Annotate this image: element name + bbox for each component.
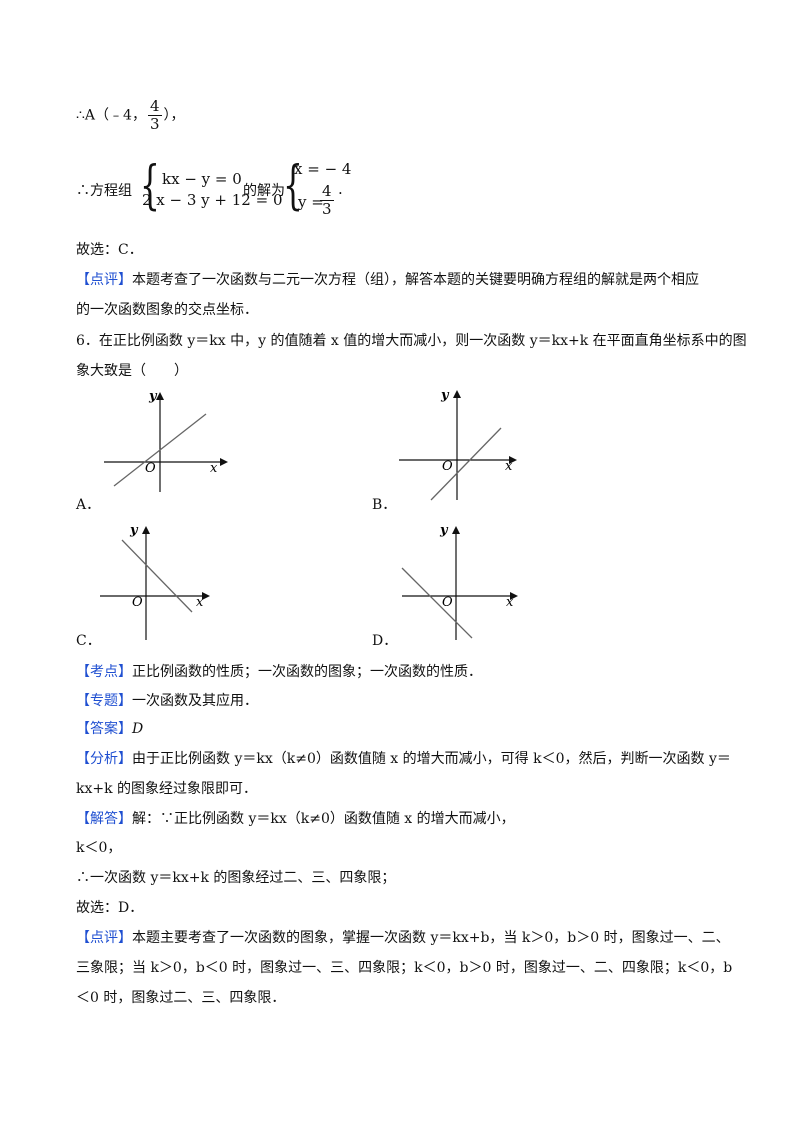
zhuanti-text: 一次函数及其应用．: [132, 693, 258, 709]
x-arrow-icon: [220, 458, 228, 466]
function-line: [113, 413, 207, 487]
question-line-2: 象大致是（ ）: [76, 363, 188, 379]
analysis-tag: 【分析】: [76, 751, 132, 767]
analysis-line-2: kx+k 的图象经过象限即可．: [76, 781, 258, 797]
solution-line-3: ∴一次函数 y＝kx+k 的图象经过二、三、四象限；: [76, 870, 396, 886]
option-b-label: B．: [372, 497, 397, 513]
y-axis-label: y: [440, 388, 450, 403]
system-mid-text: 的解为: [243, 183, 285, 199]
origin-label: O: [145, 461, 156, 476]
graph-option-a: y x O: [104, 389, 228, 492]
x-axis-label: x: [505, 459, 513, 474]
y-axis-label: y: [439, 523, 449, 538]
comment-text: 本题考查了一次函数与二元一次方程（组），解答本题的关键要明确方程组的解就是两个相…: [132, 272, 699, 288]
origin-label: O: [442, 595, 453, 610]
fraction-numerator: 4: [147, 97, 162, 116]
fraction-denominator: 3: [149, 115, 160, 133]
solution-x: x = − 4: [294, 160, 352, 178]
zhuanti-tag: 【专题】: [76, 693, 132, 709]
graph-option-b: y x O: [399, 388, 517, 501]
solution-line-4: 故选：D．: [76, 900, 144, 916]
graph-option-c: y x O: [100, 523, 210, 640]
solution-line-2: k＜0，: [76, 840, 122, 856]
x-arrow-icon: [509, 456, 517, 464]
function-line: [401, 567, 473, 639]
origin-label: O: [442, 459, 453, 474]
solution-tag: 【解答】: [76, 811, 132, 827]
answer-text: D: [132, 721, 144, 737]
y-arrow-icon: [142, 526, 150, 534]
option-a-label: A．: [76, 497, 101, 513]
y-arrow-icon: [453, 390, 461, 398]
kaodian-line: 【考点】正比例函数的性质；一次函数的图象；一次函数的性质．: [76, 662, 482, 682]
system-end: .: [338, 180, 343, 198]
y-axis-label: y: [129, 523, 139, 538]
option-c-label: C．: [76, 633, 101, 649]
comment-1-line-2: 的一次函数图象的交点坐标．: [76, 302, 258, 318]
y-axis-label: y: [148, 389, 158, 404]
left-brace: {: [140, 156, 160, 216]
function-line: [430, 427, 502, 501]
y-arrow-icon: [156, 392, 164, 400]
solution-y-lhs: y =: [298, 193, 324, 211]
fraction-numerator: 4: [320, 182, 334, 201]
solution-line-1: 【解答】解：∵正比例函数 y＝kx（k≠0）函数值随 x 的增大而减小，: [76, 809, 515, 829]
kaodian-text: 正比例函数的性质；一次函数的图象；一次函数的性质．: [132, 664, 482, 680]
comment-tag: 【点评】: [76, 272, 132, 288]
solution-text: 解：∵正比例函数 y＝kx（k≠0）函数值随 x 的增大而减小，: [132, 811, 515, 827]
graph-option-d: y x O: [401, 523, 518, 640]
function-line: [121, 539, 193, 613]
question-line-1: 6．在正比例函数 y＝kx 中，y 的值随着 x 值的增大而减小，则一次函数 y…: [76, 333, 747, 349]
comment-2-line-1: 【点评】本题主要考查了一次函数的图象，掌握一次函数 y＝kx+b，当 k＞0，b…: [76, 928, 730, 948]
kaodian-tag: 【考点】: [76, 664, 132, 680]
x-axis-label: x: [196, 595, 204, 610]
origin-label: O: [132, 595, 143, 610]
fraction-denominator: 3: [322, 200, 332, 218]
x-arrow-icon: [510, 592, 518, 600]
comment-2-line-3: ＜0 时，图象过二、三、四象限．: [76, 990, 286, 1006]
analysis-text: 由于正比例函数 y＝kx（k≠0）函数值随 x 的增大而减小，可得 k＜0，然后…: [132, 751, 731, 767]
choose-line-1: 故选：C．: [76, 242, 143, 258]
answer-line: 【答案】D: [76, 719, 143, 739]
point-tail: ），: [163, 107, 185, 124]
analysis-line-1: 【分析】由于正比例函数 y＝kx（k≠0）函数值随 x 的增大而减小，可得 k＜…: [76, 749, 731, 769]
y-arrow-icon: [452, 526, 460, 534]
comment-tag: 【点评】: [76, 930, 132, 946]
x-axis-label: x: [210, 461, 218, 476]
answer-tag: 【答案】: [76, 721, 132, 737]
option-d-label: D．: [372, 633, 398, 649]
x-arrow-icon: [202, 592, 210, 600]
point-label: A（﹣4，: [84, 107, 146, 124]
x-axis-label: x: [506, 595, 514, 610]
zhuanti-line: 【专题】一次函数及其应用．: [76, 691, 258, 711]
system-prefix: ∴方程组: [76, 183, 132, 199]
comment-2-line-2: 三象限；当 k＞0，b＜0 时，图象过一、三、四象限；k＜0，b＞0 时，图象过…: [76, 960, 733, 976]
equation-1: kx − y = 0: [162, 170, 242, 188]
solution-brace: {: [283, 156, 303, 216]
equation-2: 2 x − 3 y + 12 = 0: [142, 191, 283, 209]
comment-1-line-1: 【点评】本题考查了一次函数与二元一次方程（组），解答本题的关键要明确方程组的解就…: [76, 270, 699, 290]
therefore-symbol: ∴: [76, 107, 85, 124]
comment-text: 本题主要考查了一次函数的图象，掌握一次函数 y＝kx+b，当 k＞0，b＞0 时…: [132, 930, 730, 946]
